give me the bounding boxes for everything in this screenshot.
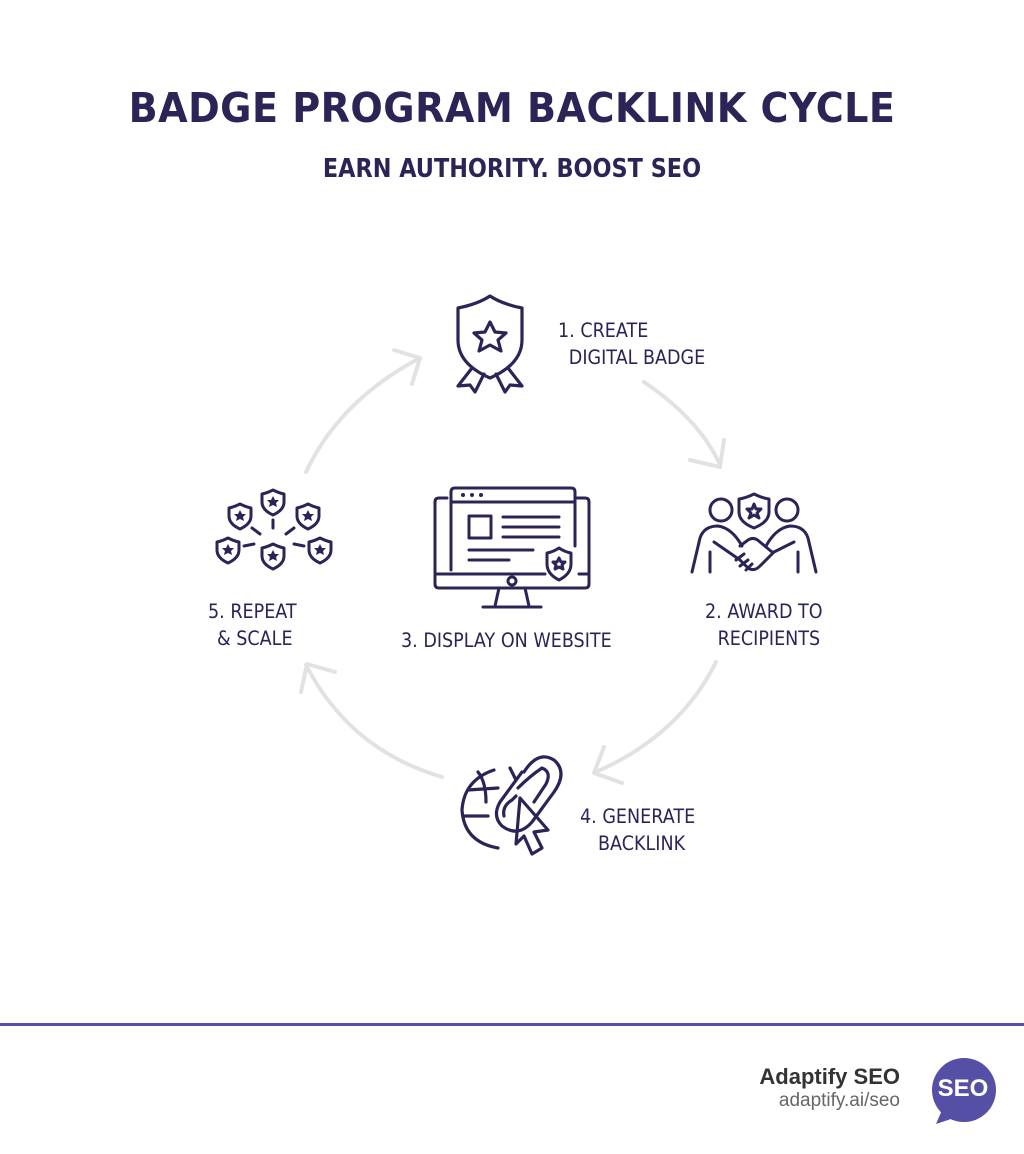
brand-name: Adaptify SEO bbox=[759, 1064, 900, 1089]
footer-divider bbox=[0, 1023, 1024, 1026]
seo-logo-icon bbox=[932, 1058, 996, 1124]
brand-url: adaptify.ai/seo bbox=[778, 1090, 900, 1111]
step-2-label: 2. AWARD TO RECIPIENTS bbox=[705, 600, 823, 650]
monitor-badge-icon bbox=[433, 486, 591, 609]
globe-link-cursor-icon bbox=[460, 755, 563, 856]
seo-logo-text: SEO bbox=[937, 1075, 989, 1102]
arrow-5-to-1 bbox=[304, 356, 422, 474]
page-title: BADGE PROGRAM BACKLINK CYCLE bbox=[128, 84, 896, 132]
step-5-label: 5. REPEAT & SCALE bbox=[208, 600, 297, 650]
step-3-label: 3. DISPLAY ON WEBSITE bbox=[401, 629, 612, 652]
shield-star-ribbon-icon bbox=[456, 294, 524, 394]
arrow-2-to-4 bbox=[594, 660, 718, 774]
arrow-4-to-5 bbox=[304, 663, 444, 779]
step-4-label: 4. GENERATE BACKLINK bbox=[580, 805, 696, 855]
step-1-label: 1. CREATE DIGITAL BADGE bbox=[558, 319, 706, 369]
page-subtitle: EARN AUTHORITY. BOOST SEO bbox=[322, 154, 702, 184]
arrow-1-to-2 bbox=[642, 380, 722, 467]
cycle-arrows bbox=[299, 348, 726, 785]
handshake-badge-icon bbox=[690, 492, 818, 574]
badge-network-icon bbox=[215, 488, 333, 571]
